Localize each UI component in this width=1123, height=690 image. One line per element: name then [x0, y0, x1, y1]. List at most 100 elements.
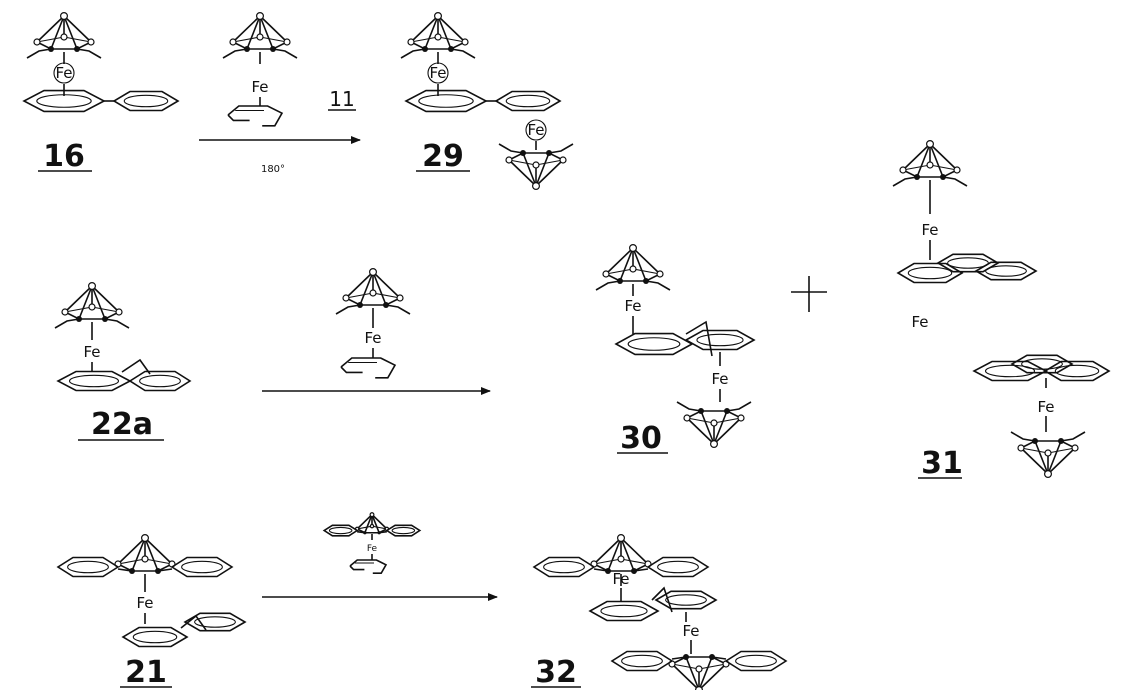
carborane-cage-benzyl [56, 533, 234, 578]
fe-label: Fe [429, 64, 446, 82]
compound-number: 16 [43, 139, 85, 174]
benzene-ring [56, 370, 132, 392]
iron-atom: Fe [427, 62, 449, 84]
ethyl-group [104, 318, 130, 329]
benzene-ring [614, 332, 694, 356]
benzene-ring [112, 90, 180, 112]
reagent-11: Fe 11 180° [199, 12, 361, 175]
benzene-ring [974, 261, 1038, 281]
carborane-cage [26, 12, 102, 59]
benzene-ring [128, 370, 192, 392]
fe-label: Fe [1037, 398, 1054, 416]
fe-label: Fe [612, 570, 629, 588]
benzene-ring [385, 524, 422, 537]
ethyl-group [498, 143, 524, 154]
benzene-ring [183, 612, 247, 632]
compound-number: 21 [125, 655, 167, 690]
ethyl-group [676, 401, 702, 412]
carborane-cage [676, 401, 752, 449]
benzene-ring [121, 626, 189, 648]
fe-label: Fe [251, 78, 268, 96]
reaction-condition: 180° [261, 164, 285, 175]
compound-number: 30 [620, 421, 662, 456]
iron-atom: Fe [53, 62, 75, 84]
plus-sign [791, 276, 827, 312]
ethyl-group [54, 318, 80, 329]
ethyl-group [450, 48, 476, 59]
ethyl-group [595, 280, 621, 291]
compound-number: 29 [422, 139, 464, 174]
benzene-ring [494, 90, 562, 112]
compound-number: 31 [921, 446, 963, 481]
ethyl-group [335, 304, 361, 315]
compound-21: Fe 21 [56, 533, 247, 690]
carborane-cage-benzyl [532, 533, 710, 578]
benzene-ring [170, 556, 234, 578]
fe-label: Fe [83, 343, 100, 361]
benzene-ring [610, 650, 674, 672]
carborane-cage-benzyl [610, 650, 788, 690]
compound-number: 11 [329, 87, 354, 111]
benzene-ring [532, 556, 596, 578]
carborane-cage [498, 143, 574, 191]
ethyl-group [892, 176, 918, 187]
fe-label: Fe [711, 370, 728, 388]
benzene-ring [684, 329, 756, 351]
cyclooctatriene-ring [227, 105, 284, 127]
compound-number: 22a [91, 407, 153, 442]
benzene-ring [1010, 354, 1074, 374]
benzene-ring [646, 556, 710, 578]
fe-label: Fe [682, 622, 699, 640]
carborane-cage [400, 12, 476, 59]
ethyl-group [645, 280, 671, 291]
ethyl-group [400, 48, 426, 59]
reagent-row3: Fe [262, 512, 498, 601]
benzene-ring [588, 600, 660, 622]
fe-label: Fe [364, 329, 381, 347]
ethyl-group [385, 304, 411, 315]
carborane-cage [1010, 431, 1086, 479]
carborane-cage [54, 282, 130, 329]
iron-atom: Fe [525, 119, 547, 141]
compound-number: 32 [535, 655, 577, 690]
fe-label: Fe [55, 64, 72, 82]
fe-label: Fe [527, 121, 544, 139]
benzene-ring [972, 360, 1048, 382]
benzene-ring [22, 89, 106, 113]
carborane-cage [335, 268, 411, 315]
fe-label: Fe [624, 297, 641, 315]
carborane-cage [595, 244, 671, 291]
carborane-cage [892, 140, 968, 187]
ethyl-group [222, 48, 248, 59]
benzene-ring [1043, 360, 1111, 382]
fe-label: Fe [367, 544, 378, 554]
carborane-cage-benzyl [322, 512, 422, 537]
fe-label: Fe [921, 221, 938, 239]
benzene-ring [724, 650, 788, 672]
cyclooctatriene-ring [349, 559, 388, 574]
benzene-ring [56, 556, 120, 578]
fe-label: Fe [136, 594, 153, 612]
benzene-ring [896, 262, 964, 284]
ethyl-group [26, 48, 52, 59]
ethyl-group [726, 401, 752, 412]
compound-16: Fe 16 [22, 12, 180, 174]
ethyl-group [548, 143, 574, 154]
compound-22a: Fe 22a [54, 282, 192, 442]
benzene-ring [322, 524, 359, 537]
cyclooctatriene-ring [340, 357, 397, 379]
ethyl-group [76, 48, 102, 59]
carborane-cage [222, 12, 298, 59]
ethyl-group [272, 48, 298, 59]
reagent-row2: Fe [262, 268, 491, 395]
ethyl-group [1010, 431, 1036, 442]
ethyl-group [1060, 431, 1086, 442]
fe-label: Fe [911, 313, 928, 331]
benzene-ring [404, 89, 488, 113]
ethyl-group [942, 176, 968, 187]
